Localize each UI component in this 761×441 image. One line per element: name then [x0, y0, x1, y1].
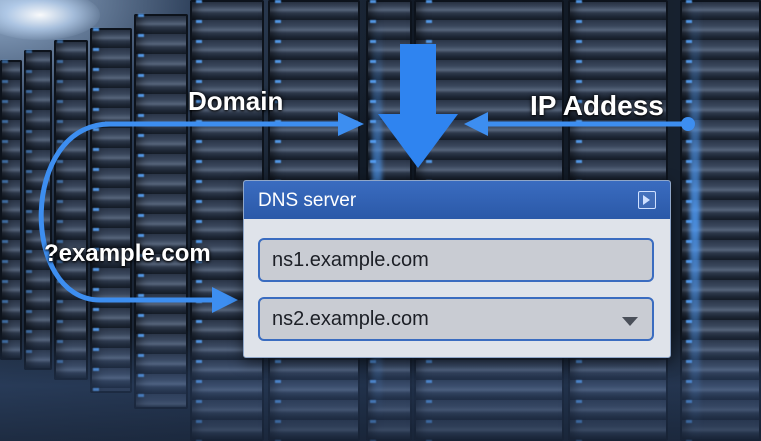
- ip-arrow-head: [464, 112, 488, 136]
- server-rack: [54, 40, 88, 380]
- led-strip: [690, 0, 700, 441]
- domain-label: Domain: [188, 86, 284, 116]
- nameserver-2-dropdown[interactable]: ns2.example.com: [258, 297, 654, 341]
- domain-arrow-head: [338, 112, 364, 136]
- nameserver-1-field[interactable]: ns1.example.com: [258, 238, 654, 282]
- nameserver-2-value: ns2.example.com: [272, 308, 429, 330]
- loop-arrow-shaft: [38, 121, 215, 303]
- nameserver-1-value: ns1.example.com: [272, 249, 429, 271]
- dns-panel-title: DNS server: [258, 190, 357, 211]
- server-rack: [24, 50, 52, 370]
- dns-server-panel: DNS server ns1.example.com ns2.example.c…: [243, 180, 671, 358]
- down-arrow-shaft: [400, 44, 436, 116]
- ip-source-dot: [681, 117, 695, 131]
- down-arrow-head: [378, 114, 458, 168]
- ip-address-label: IP Addess: [530, 90, 664, 121]
- dns-panel-header: DNS server: [244, 181, 670, 219]
- example-domain-label: ?example.com: [44, 240, 211, 267]
- expand-arrow-icon[interactable]: [638, 191, 656, 209]
- chevron-down-icon[interactable]: [622, 317, 638, 326]
- server-rack: [0, 60, 22, 360]
- loop-arrow-head: [212, 287, 238, 313]
